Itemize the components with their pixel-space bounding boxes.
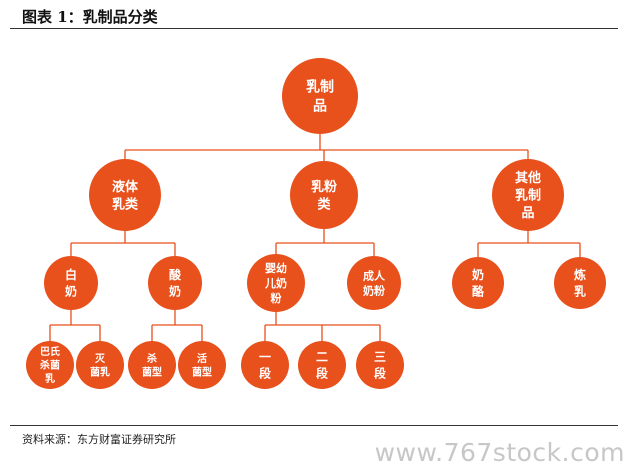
node-circle xyxy=(356,341,404,389)
node-circle xyxy=(44,256,98,310)
node-label-line: 灭 xyxy=(94,353,106,365)
watermark: www.767stock.com xyxy=(374,438,625,467)
node-label-line: 奶 xyxy=(169,283,181,298)
node-label-line: 炼 xyxy=(574,267,586,282)
node-label-line: 酸 xyxy=(169,267,182,282)
node-label-line: 巴氏 xyxy=(40,345,60,358)
node-label-line: 白 xyxy=(65,267,77,282)
node-label-line: 粉 xyxy=(271,291,282,305)
category-nodes: 乳制品液体乳类白奶巴氏杀菌乳灭菌乳酸奶杀菌型活菌型乳粉类婴幼儿奶粉一段二段三段成… xyxy=(26,58,606,389)
node-label-line: 乳 xyxy=(45,372,55,385)
node-label-line: 乳制 xyxy=(515,188,541,204)
node-label-line: 三 xyxy=(374,350,386,364)
category-node: 二段 xyxy=(298,341,346,389)
node-label-line: 乳粉 xyxy=(311,179,337,195)
node-label-line: 婴幼 xyxy=(265,261,287,275)
node-label-line: 菌型 xyxy=(142,365,162,378)
node-label-line: 乳 xyxy=(574,283,586,298)
node-circle xyxy=(26,341,74,389)
top-rule xyxy=(10,28,618,29)
category-node: 杀菌型 xyxy=(128,341,176,389)
node-label-line: 奶 xyxy=(472,267,484,282)
node-label-line: 杀菌 xyxy=(40,359,60,372)
node-label-line: 菌乳 xyxy=(90,365,110,378)
node-circle xyxy=(298,341,346,389)
category-node: 炼乳 xyxy=(554,257,606,309)
node-label-line: 段 xyxy=(316,365,329,380)
node-label-line: 段 xyxy=(374,365,387,380)
category-node: 白奶 xyxy=(44,256,98,310)
node-circle xyxy=(148,256,202,310)
node-label-line: 菌型 xyxy=(192,365,212,378)
node-circle xyxy=(247,254,305,312)
category-node: 一段 xyxy=(241,341,289,389)
node-label-line: 乳类 xyxy=(112,196,139,212)
bottom-rule xyxy=(10,425,618,426)
node-circle xyxy=(554,257,606,309)
node-circle xyxy=(347,256,401,310)
node-label-line: 其他 xyxy=(515,170,541,186)
node-circle xyxy=(452,257,504,309)
node-circle xyxy=(178,341,226,389)
node-label-line: 奶 xyxy=(65,283,77,298)
node-circle xyxy=(290,161,358,229)
category-node: 酸奶 xyxy=(148,256,202,310)
node-label-line: 液体 xyxy=(112,179,139,195)
node-label-line: 乳制 xyxy=(306,79,334,96)
category-node: 灭菌乳 xyxy=(76,341,124,389)
node-circle xyxy=(282,58,358,134)
node-circle xyxy=(241,341,289,389)
connector-lines xyxy=(49,134,581,341)
figure-title: 图表 1：乳制品分类 xyxy=(22,8,158,26)
node-label-line: 儿奶 xyxy=(264,276,287,290)
node-label-line: 二 xyxy=(316,350,328,364)
node-label-line: 类 xyxy=(317,196,331,212)
node-label-line: 品 xyxy=(521,206,534,221)
node-label-line: 品 xyxy=(313,98,327,114)
node-circle xyxy=(76,341,124,389)
category-node: 活菌型 xyxy=(178,341,226,389)
node-circle xyxy=(492,159,564,231)
node-label-line: 酪 xyxy=(472,283,485,298)
node-label-line: 活 xyxy=(197,352,207,365)
node-label-line: 奶粉 xyxy=(363,283,385,297)
node-circle xyxy=(128,341,176,389)
node-circle xyxy=(89,159,161,231)
category-node: 乳制品 xyxy=(282,58,358,134)
category-node: 三段 xyxy=(356,341,404,389)
node-label-line: 杀 xyxy=(147,352,157,365)
node-label-line: 一 xyxy=(259,350,271,364)
node-label-line: 成人 xyxy=(363,269,386,283)
category-node: 乳粉类 xyxy=(290,161,358,229)
node-label-line: 段 xyxy=(259,365,272,380)
source-note: 资料来源：东方财富证券研究所 xyxy=(22,433,176,446)
category-node: 奶酪 xyxy=(452,257,504,309)
